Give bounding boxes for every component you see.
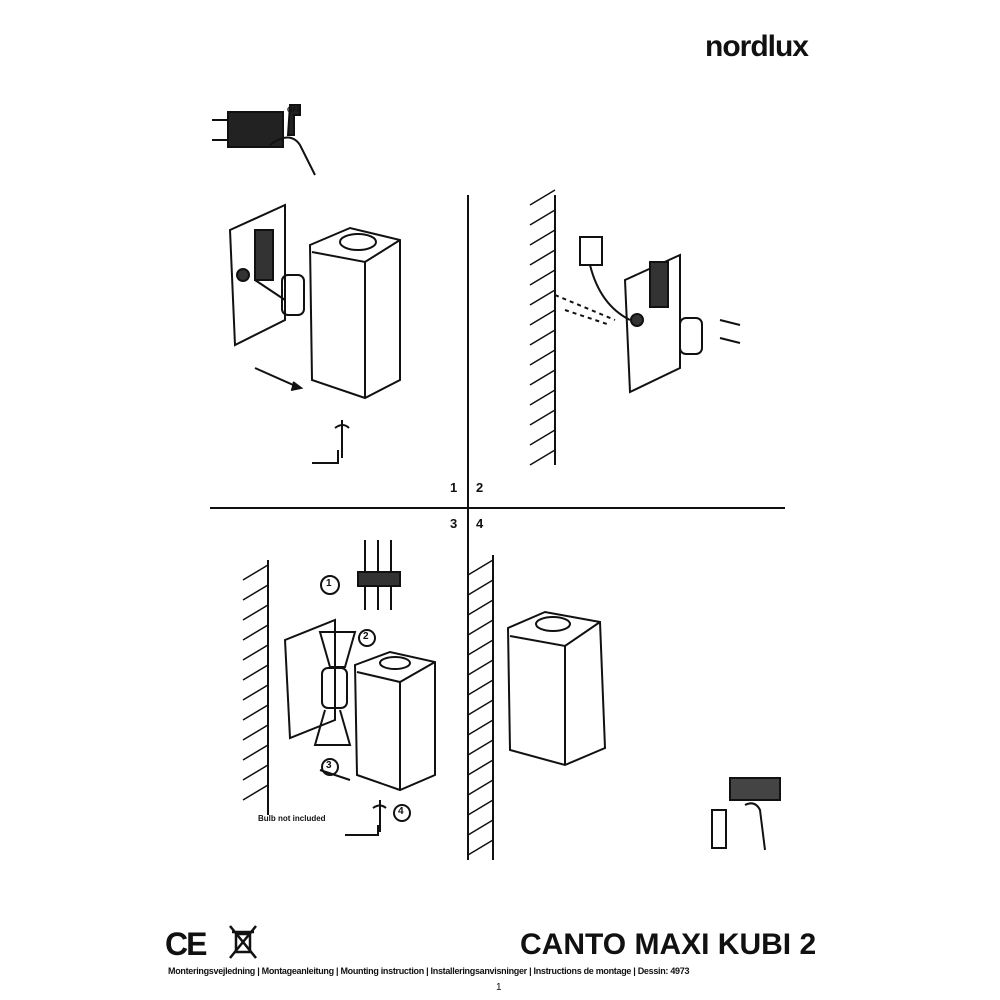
callout-3 <box>321 758 339 776</box>
callout-1-label: 1 <box>326 578 332 589</box>
callout-4 <box>393 804 411 822</box>
callout-3-label: 3 <box>326 760 332 771</box>
step4-drawing <box>467 555 607 860</box>
terminal-block <box>357 540 401 610</box>
step-number-4: 4 <box>476 516 484 531</box>
brand-logo: nordlux <box>705 30 809 63</box>
switch-on-icon <box>711 777 781 851</box>
callout-4-label: 4 <box>398 806 404 817</box>
step3-drawing <box>242 540 436 836</box>
step2-drawing <box>529 189 741 466</box>
callout-2-label: 2 <box>363 631 369 642</box>
document-subtitle: Monteringsvejledning | Montageanleitung … <box>168 966 690 976</box>
bulb-not-included-note: Bulb not included <box>258 814 326 823</box>
switch-off-icon <box>212 104 316 176</box>
product-title: CANTO MAXI KUBI 2 <box>520 928 817 961</box>
callout-1 <box>320 575 340 595</box>
step-number-3: 3 <box>450 516 458 531</box>
page-number: 1 <box>496 982 502 993</box>
ce-mark: CE <box>165 926 207 962</box>
step-number-2: 2 <box>476 480 484 495</box>
step-number-1: 1 <box>450 480 458 495</box>
off-label: OFF <box>287 107 302 114</box>
callout-2 <box>358 629 376 647</box>
step1-drawing <box>228 203 401 464</box>
